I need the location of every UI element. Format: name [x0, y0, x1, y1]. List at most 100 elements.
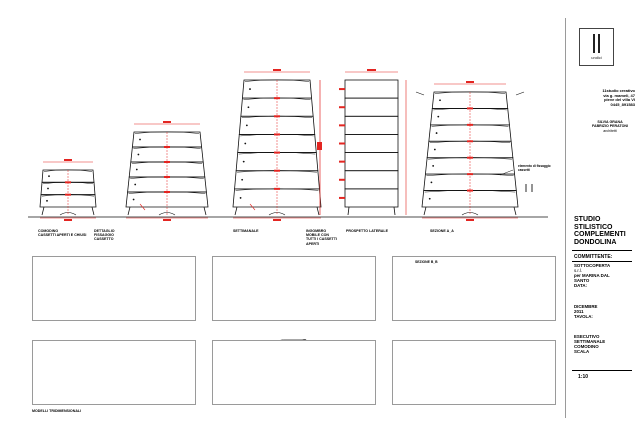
studio-title-line-3: COMPLEMENTI — [574, 231, 626, 239]
comodino-dim-bottom-text — [64, 219, 72, 221]
tavola-label: TAVOLA: — [574, 314, 593, 319]
sezione-open-drawer — [515, 91, 525, 96]
comodino-leg — [91, 206, 95, 216]
cassettiera-5-drawer-curve — [134, 131, 200, 134]
comodino-knob — [48, 175, 50, 178]
date-line-1: DICEMBRE — [574, 304, 598, 309]
studio-address: 11studio creativo via g. mameli, 47 piev… — [585, 88, 635, 107]
address-line-4: 0445_891583 — [610, 101, 635, 107]
logo-bar-left — [593, 34, 595, 53]
sezione-aa-knob — [433, 148, 436, 151]
prospetto-dim-tag — [339, 142, 345, 145]
view-frame-1 — [32, 256, 196, 321]
sezione-aa-dim-tag — [467, 156, 473, 159]
comodino-dim-tag — [65, 193, 71, 196]
sezione-aa-dim-tag — [467, 140, 473, 143]
label-settimanale: SETTIMANALE — [233, 229, 259, 233]
settimanale-knob — [247, 106, 250, 109]
title-block-rule-2 — [572, 261, 632, 262]
settimanale-dim-tag — [274, 169, 280, 172]
sezione-aa-dim-tag — [467, 123, 473, 126]
sezione-aa-knob — [435, 132, 438, 134]
credit-line-3: architetti — [603, 128, 617, 133]
cassettiera-5-base-arc — [158, 212, 176, 216]
view-frame-5 — [212, 340, 376, 405]
studio-title: STUDIO STILISTICO COMPLEMENTI DONDOLINA — [574, 216, 626, 246]
sezione-aa-leg — [423, 206, 427, 216]
studio-title-line-1: STUDIO — [574, 216, 601, 223]
settimanale-drawer-curve — [244, 79, 310, 82]
committente-block: SOTTOCOPERTA s.r.l. per MARINA DAL SANTO… — [574, 263, 610, 288]
settimanale-dim-top-text — [273, 69, 281, 71]
sezione-aa-drawer-curve — [434, 91, 506, 94]
settimanale-leg — [234, 206, 238, 216]
credit-line-2: FABRIZIO PERATONI — [591, 124, 628, 129]
comodino-dim-tag — [65, 181, 71, 184]
settimanale-leg — [316, 206, 320, 216]
cassettiera-5-knob — [137, 153, 140, 156]
tavola-line-3: COMODINO — [574, 344, 599, 349]
cassettiera-5-dim-tag — [164, 191, 170, 193]
settimanale-knob — [242, 160, 245, 163]
prospetto-drawer — [344, 115, 399, 135]
title-block — [565, 18, 636, 418]
sezione-aa-knob — [437, 115, 440, 118]
committente-line-3: per MARINA DAL — [574, 273, 610, 278]
settimanale-dim-tag — [274, 133, 280, 136]
sezione-aa-dim-top-text — [466, 81, 474, 83]
settimanale-dim-tag — [274, 97, 280, 100]
address-line-2: via g. mameli, 47 — [603, 92, 635, 98]
cassettiera-5-knob — [139, 138, 141, 141]
committente-label: COMMITTENTE: — [574, 254, 613, 260]
cassettiera-5-knob — [135, 168, 138, 171]
dettaglio-arrow — [139, 203, 146, 211]
prospetto-drawer — [344, 134, 399, 153]
prospetto-drawer — [344, 170, 399, 190]
scale-value: 1:10 — [578, 374, 589, 380]
cassettiera-5-dim-top-text — [163, 121, 171, 123]
settimanale-dim-bottom-text — [273, 219, 281, 221]
tavola-line-1: ESECUTIVO — [574, 334, 600, 339]
settimanale-dim-tag — [274, 115, 280, 118]
title-block-rule-3 — [572, 370, 632, 371]
prospetto-drawer — [344, 79, 399, 99]
view-frame-section-bb — [392, 256, 556, 321]
prospetto-laterale — [344, 79, 399, 216]
cassettiera-5-leg — [127, 206, 131, 216]
studio-title-line-4: DONDOLINA — [574, 238, 617, 246]
tavola-line-2: SETTIMANALE — [574, 339, 606, 344]
comodino — [39, 169, 97, 216]
prospetto-dim-tag — [339, 106, 345, 109]
sezione-aa-knob — [428, 197, 431, 200]
sezione-aa-leg — [513, 206, 517, 216]
label-ingombro: INGOMBRO MOBILE CON TUTTI I CASSETTI APE… — [306, 229, 337, 246]
cassettiera-5-dim-tag — [164, 146, 170, 148]
settimanale-knob — [244, 142, 247, 145]
title-block-rule-1 — [572, 250, 632, 251]
comodino-knob — [46, 199, 48, 202]
sezione-aa-dim-tag — [467, 189, 473, 192]
prospetto-dim-tag — [339, 178, 345, 181]
studio-title-line-2: STILISTICO — [574, 223, 613, 231]
fissaggio-leader — [499, 169, 514, 176]
sezione-open-drawer — [415, 91, 425, 96]
prospetto-leg — [347, 206, 350, 216]
date-line-2: 2011 — [574, 309, 584, 314]
cassettiera-5-knob — [132, 198, 135, 201]
label-prospetto: PROSPETTO LATERALE — [346, 229, 388, 233]
date-block: DICEMBRE 2011 TAVOLA: — [574, 304, 597, 319]
settimanale-knob — [245, 124, 248, 127]
view-frame-6 — [392, 340, 556, 405]
committente-line-1: SOTTOCOPERTA — [574, 263, 611, 268]
view-frame-2 — [212, 256, 376, 321]
sezione-aa-dim-tag — [467, 173, 473, 176]
settimanale-knob — [249, 88, 251, 90]
tavola-line-4: SCALA — [574, 349, 590, 354]
logo-bar-right — [598, 34, 600, 53]
logo-text: undici — [591, 55, 602, 60]
prospetto-drawer — [344, 188, 399, 208]
credit-line-1: SILVIA GRANA — [597, 120, 623, 124]
comodino-dim-top-text — [64, 159, 72, 161]
sezione-aa-knob — [439, 99, 441, 102]
caption-3d-models: MODELLI TRIDIMENSIONALI — [32, 409, 82, 413]
